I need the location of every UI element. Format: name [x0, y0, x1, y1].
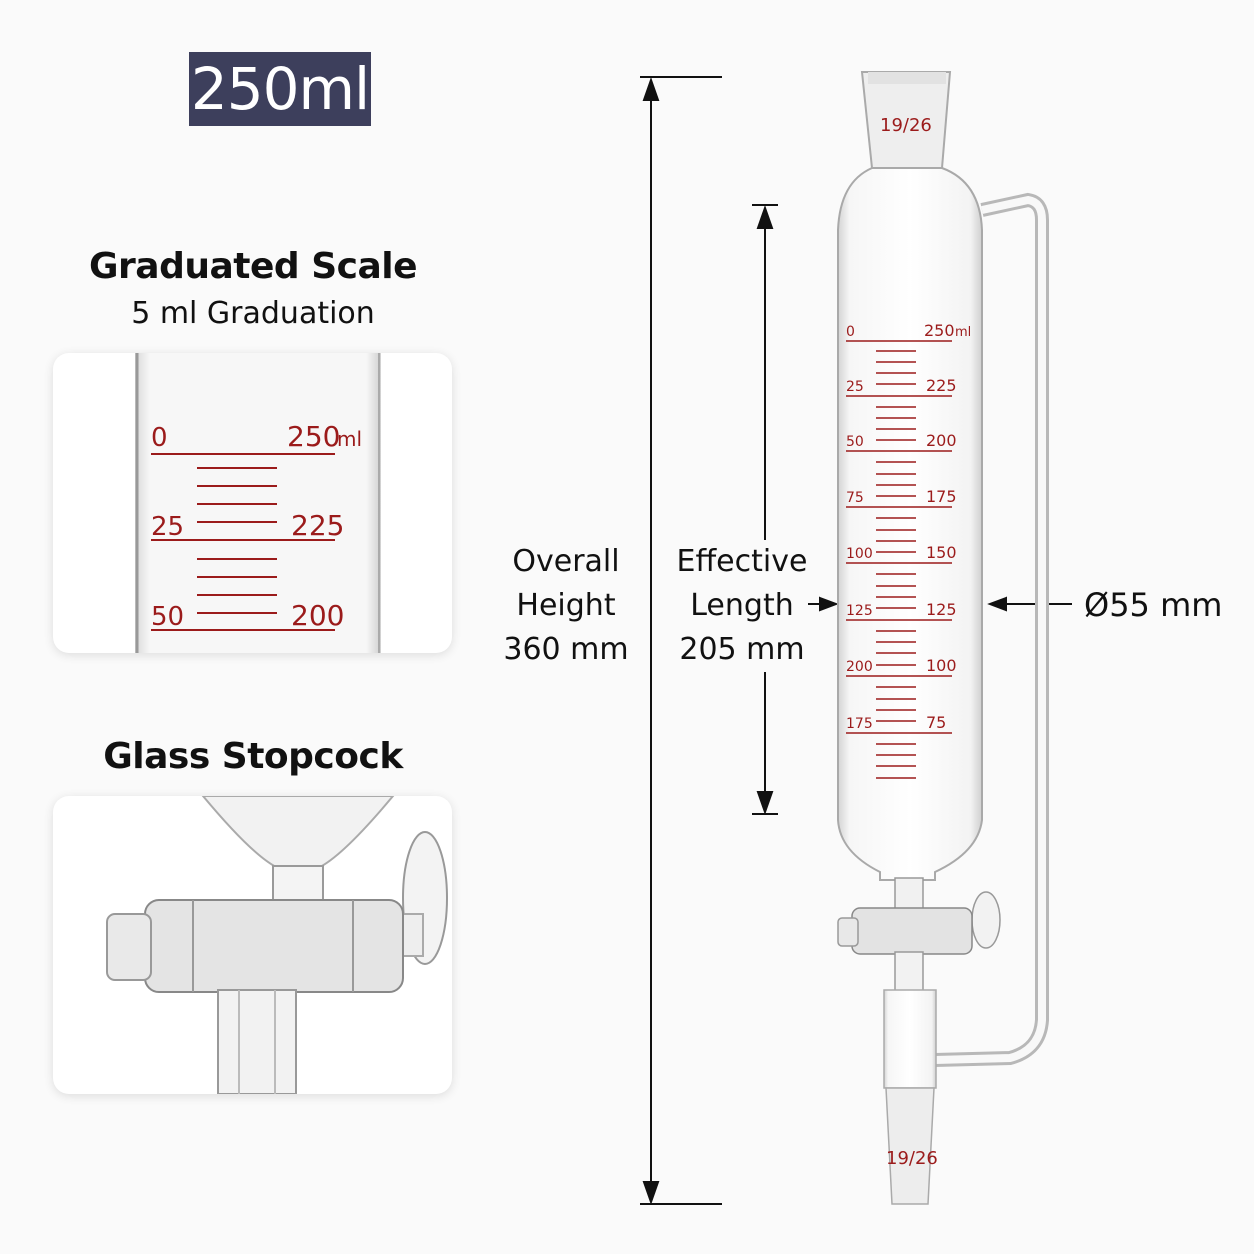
- svg-text:175: 175: [926, 487, 957, 506]
- svg-text:100: 100: [926, 656, 957, 675]
- svg-text:200: 200: [926, 431, 957, 450]
- funnel-body: [837, 167, 983, 881]
- svg-text:0: 0: [846, 324, 855, 340]
- stopcock-title: Glass Stopcock: [103, 736, 403, 777]
- svg-text:175: 175: [846, 716, 873, 732]
- graduated-scale-panel: 0 25 50 250 ml 225 200: [53, 353, 452, 653]
- arrow-up-icon: [642, 76, 660, 101]
- svg-text:200: 200: [846, 659, 873, 675]
- funnel-graduation-lines: [846, 340, 952, 779]
- graduation-lines: [151, 453, 335, 631]
- arrow-down-icon: [642, 1181, 660, 1206]
- scale-right-label: 225: [291, 509, 344, 542]
- arrow-right-icon: [819, 596, 839, 612]
- graduated-scale-subtitle: 5 ml Graduation: [131, 296, 375, 331]
- arrow-left-icon: [987, 596, 1007, 612]
- svg-text:225: 225: [926, 376, 957, 395]
- svg-text:250: 250: [924, 321, 955, 340]
- funnel-stopcock-barrel: [851, 907, 973, 955]
- scale-right-label: 250: [287, 420, 340, 453]
- funnel-lower-tube: [883, 989, 937, 1089]
- capacity-badge: 250ml: [189, 52, 371, 126]
- scale-left-label: 50: [151, 602, 184, 632]
- stopcock-illustration: [106, 796, 448, 1094]
- scale-left-label: 0: [151, 423, 168, 453]
- bottom-ground-joint: [885, 1087, 935, 1205]
- effective-length-label: Effective Length 205 mm: [676, 540, 808, 672]
- svg-text:75: 75: [926, 713, 946, 732]
- svg-text:125: 125: [926, 600, 957, 619]
- top-joint-label: 19/26: [880, 115, 932, 136]
- stopcock-panel: [53, 796, 452, 1094]
- diameter-label: Ø55 mm: [1084, 586, 1223, 624]
- svg-text:75: 75: [846, 490, 864, 506]
- scale-left-label: 25: [151, 512, 184, 542]
- svg-text:25: 25: [846, 379, 864, 395]
- arrow-up-icon: [756, 204, 774, 229]
- bottom-joint-label: 19/26: [886, 1148, 938, 1169]
- scale-unit-label: ml: [337, 427, 362, 451]
- funnel-stopcock-handle: [971, 891, 1001, 949]
- graduated-scale-illustration: 0 25 50 250 ml 225 200: [135, 353, 381, 653]
- svg-text:50: 50: [846, 434, 864, 450]
- funnel-scale-labels: 0 25 50 75 100 125 200 175 250 ml 225 20…: [846, 321, 971, 732]
- graduated-scale-title: Graduated Scale: [88, 246, 418, 287]
- arrow-down-icon: [756, 791, 774, 816]
- scale-right-label: 200: [291, 599, 344, 632]
- svg-text:150: 150: [926, 543, 957, 562]
- overall-height-label: Overall Height 360 mm: [496, 540, 636, 672]
- svg-text:100: 100: [846, 546, 873, 562]
- svg-text:125: 125: [846, 603, 873, 619]
- svg-text:ml: ml: [955, 325, 971, 340]
